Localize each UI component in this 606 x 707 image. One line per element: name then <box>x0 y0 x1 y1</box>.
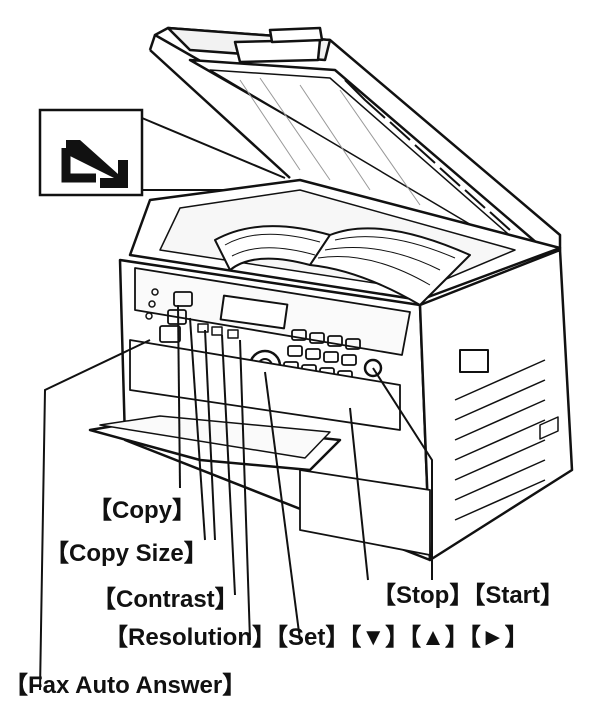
resolution-button-label: 【Resolution】 <box>104 624 276 651</box>
fax-auto-answer-button-label: 【Fax Auto Answer】 <box>4 672 246 699</box>
south-east-arrow-icon <box>61 140 128 188</box>
stop-start-buttons-label: 【Stop】【Start】 <box>372 582 564 609</box>
document-book <box>214 225 471 306</box>
callout-labels: 【Copy】 【Copy Size】 【Contrast】 【Resolutio… <box>4 497 564 699</box>
set-navigation-keys-label: 【Set】【▼】【▲】【►】 <box>264 624 529 651</box>
leader-lines <box>39 304 433 691</box>
contrast-button-label: 【Contrast】 <box>92 586 239 613</box>
copy-size-button-label: 【Copy Size】 <box>45 540 208 567</box>
scanner-lid <box>148 26 562 260</box>
copy-button-label: 【Copy】 <box>88 497 196 524</box>
inset-box <box>38 108 290 197</box>
